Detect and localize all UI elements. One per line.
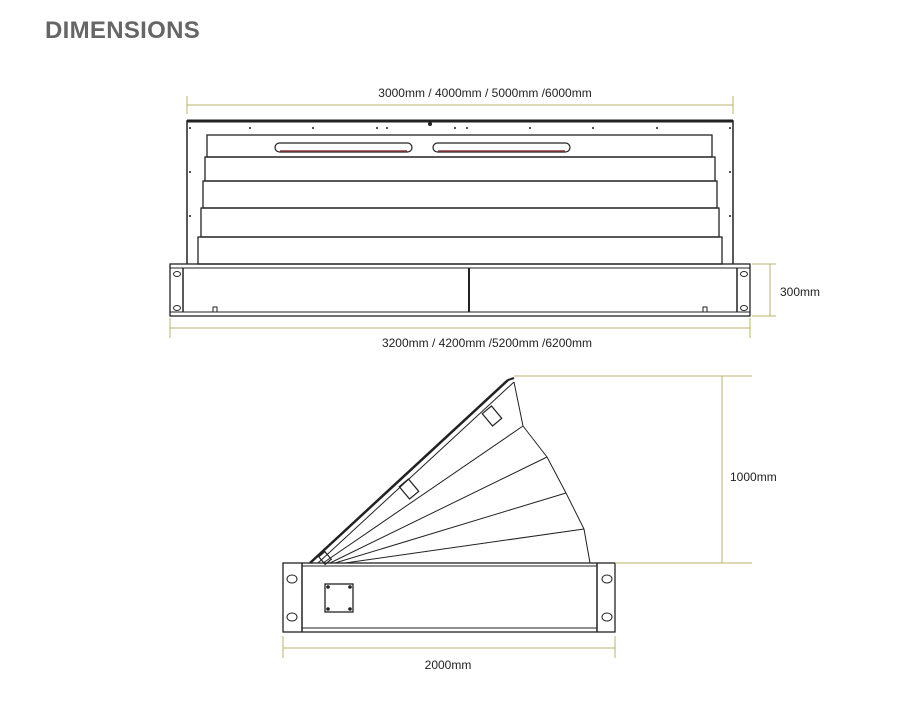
front-view-dimension-lines xyxy=(169,96,776,338)
width-2000-label: 2000mm xyxy=(425,658,472,672)
height-1000-label: 1000mm xyxy=(730,470,777,484)
side-view-drawing xyxy=(282,377,616,633)
side-view-dimension-lines xyxy=(282,375,752,658)
bottom-width-label: 3200mm / 4200mm /5200mm /6200mm xyxy=(382,336,592,350)
height-300-label: 300mm xyxy=(780,285,820,299)
page-title: DIMENSIONS xyxy=(45,17,201,44)
front-view-drawing xyxy=(169,119,751,317)
top-width-label: 3000mm / 4000mm / 5000mm /6000mm xyxy=(378,86,591,100)
